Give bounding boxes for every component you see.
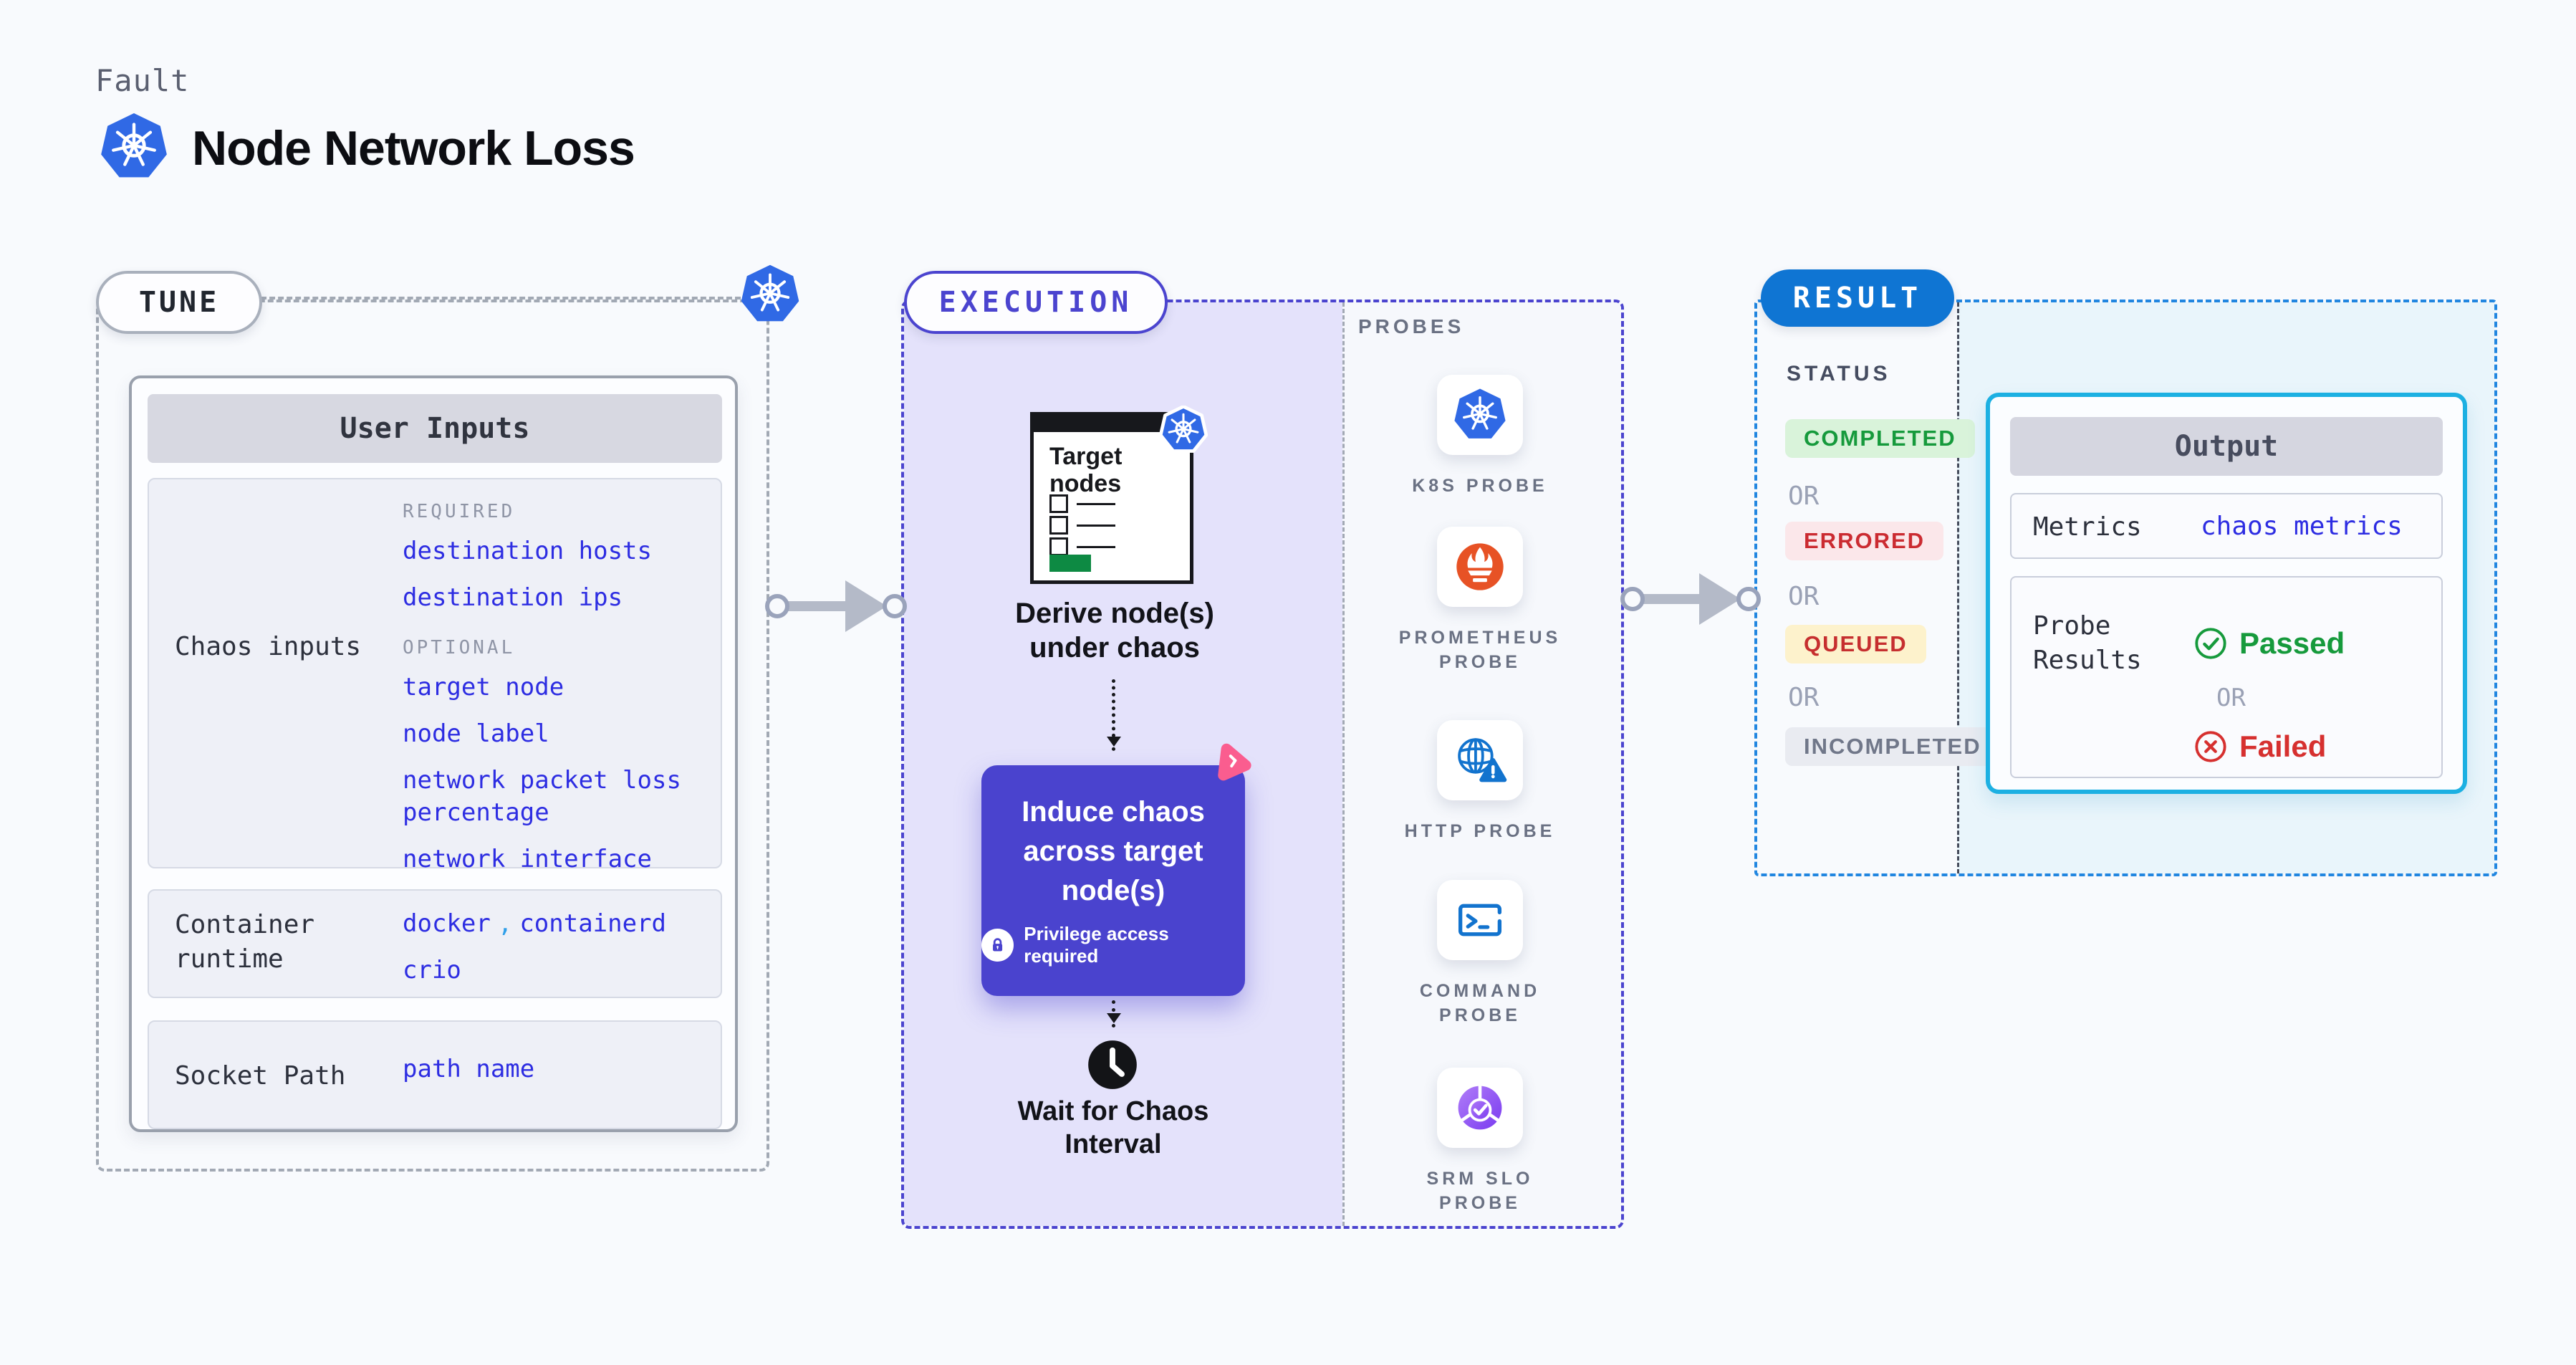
required-tag: REQUIRED [403,501,516,522]
http-probe-icon [1453,733,1507,787]
container-runtime-values: docker,containerd crio [403,908,711,1001]
input-value: node label [403,719,549,748]
probe-item: HTTP PROBE [1394,720,1566,843]
failed-label: Failed [2239,729,2327,763]
probe-label: PROMETHEUS PROBE [1398,628,1562,672]
induce-chaos-label: Induce chaos across target node(s) [1022,796,1205,906]
or-label: OR [1788,683,1820,712]
kubernetes-probe-icon [1453,388,1507,442]
wait-interval-label: Wait for Chaos Interval [1017,1096,1209,1159]
chaos-inputs-label: Chaos inputs [175,632,362,661]
passed-label: Passed [2239,626,2345,660]
or-label: OR [2216,684,2246,712]
node-checkbox-row [1049,516,1115,535]
node-checkbox-row [1049,494,1115,513]
checkbox-icon [1049,494,1068,513]
probe-label: K8S PROBE [1412,476,1548,496]
result-badge: RESULT [1761,269,1954,327]
status-badge-incompleted: INCOMPLETED [1785,727,2000,766]
probe-results-label: Probe Results [2033,611,2142,675]
checkbox-icon [1049,537,1068,556]
flow-arrow-down [1107,1000,1121,1028]
kubernetes-icon [99,112,169,182]
metrics-row: Metrics chaos metrics [2010,493,2443,559]
metrics-label: Metrics [2033,512,2142,542]
probe-results-row: Probe Results Passed OR Failed [2010,576,2443,778]
probe-label: COMMAND PROBE [1419,981,1541,1025]
status-badge-errored: ERRORED [1785,522,1944,560]
runtime-value-line: docker,containerd [403,909,667,938]
privilege-note: Privilege access required [981,923,1245,967]
tune-badge: TUNE [96,271,262,334]
passed-result: Passed [2193,626,2345,661]
connector-dot [1736,587,1761,611]
input-value: destination ips [403,583,623,612]
node-checkbox-row [1049,537,1115,556]
status-badge-queued: QUEUED [1785,625,1926,664]
page-title: Node Network Loss [192,121,635,176]
srm-slo-probe-icon [1453,1081,1507,1135]
probes-panel-label: PROBES [1358,315,1465,337]
kubernetes-icon [1158,404,1208,454]
fault-kicker: Fault [95,63,190,98]
status-label: STATUS [1787,362,1891,385]
arrow-head [845,580,887,632]
clock-icon [1087,1039,1138,1091]
input-value: destination hosts [403,537,652,565]
tune-section [96,300,769,1172]
socket-path-value: path name [403,1055,535,1083]
prometheus-probe-icon [1453,540,1507,594]
green-progress-bar [1049,555,1091,572]
output-title: Output [2010,417,2443,476]
execution-to-result-arrow [1620,573,1761,625]
probe-item: SRM SLO PROBE [1394,1068,1566,1215]
or-label: OR [1788,582,1820,611]
metrics-value: chaos metrics [2201,512,2403,541]
probe-item: K8S PROBE [1394,375,1566,498]
connector-dot [765,594,789,618]
tune-connector-line [252,297,741,300]
connector-dot [883,594,907,618]
input-value: network packet loss percentage [403,766,681,827]
probe-label: SRM SLO PROBE [1426,1169,1534,1213]
execution-badge: EXECUTION [904,271,1168,334]
comma-separator: , [497,909,513,938]
derive-nodes-label: Derive node(s) under chaos [1015,598,1214,664]
status-badge-completed: COMPLETED [1785,419,1975,458]
target-nodes-title: Target nodes [1049,443,1123,497]
user-inputs-panel: User Inputs Chaos inputs REQUIRED destin… [129,375,738,1132]
input-value: network interface [403,845,652,873]
or-label: OR [1788,482,1820,511]
probe-item: COMMAND PROBE [1394,880,1566,1028]
optional-tag: OPTIONAL [403,637,516,658]
kubernetes-icon [739,264,801,325]
socket-path-row: Socket Path path name [148,1020,722,1129]
failed-result: Failed [2193,729,2326,764]
container-runtime-row: Container runtime docker,containerd crio [148,889,722,998]
lock-icon [981,929,1014,962]
arrow-head [1699,573,1741,625]
induce-chaos-box: Induce chaos across target node(s) Privi… [981,765,1245,996]
container-runtime-label: Container runtime [175,910,315,974]
runtime-value-line: crio [403,956,461,985]
flow-arrow-down [1107,679,1121,751]
connector-dot [1620,587,1645,611]
probe-label: HTTP PROBE [1404,821,1556,841]
tune-to-execution-arrow [765,580,907,632]
privilege-note-text: Privilege access required [1024,923,1169,967]
command-probe-icon [1453,893,1507,947]
checkbox-icon [1049,516,1068,535]
output-box: Output Metrics chaos metrics Probe Resul… [1986,393,2467,794]
check-circle-icon [2193,626,2228,661]
chaos-inputs-values: REQUIRED destination hosts destination i… [403,501,711,890]
socket-path-label: Socket Path [175,1061,346,1091]
litmus-chaos-icon [1210,739,1256,785]
chaos-inputs-row: Chaos inputs REQUIRED destination hosts … [148,478,722,873]
x-circle-icon [2193,729,2228,764]
user-inputs-title: User Inputs [148,394,722,463]
input-value: target node [403,673,564,701]
probe-item: PROMETHEUS PROBE [1394,527,1566,674]
